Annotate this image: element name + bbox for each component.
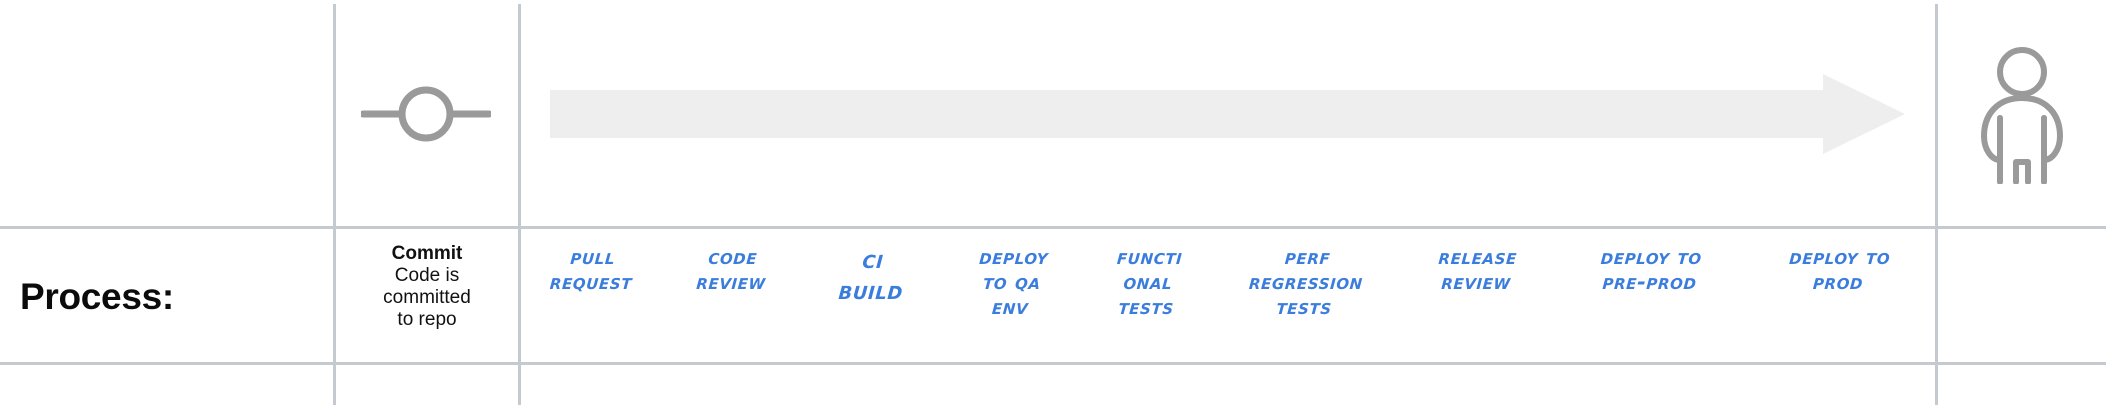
commit-desc-line-3: to repo [397, 308, 457, 330]
stage-functional-tests-line-1: Functi [1116, 245, 1184, 269]
stage-perf-regression-tests-line-2: regression [1247, 269, 1364, 294]
right-arrow-icon [518, 0, 1935, 228]
grid-hline-bottom [0, 362, 2106, 365]
pipeline-stage-list: PullrequestCodereviewCIbuildDeployto QAe… [521, 231, 1935, 363]
stage-pull-request-line-1: Pull [569, 245, 616, 269]
stage-perf-regression-tests-line-1: Perf [1283, 245, 1332, 269]
commit-title: Commit [391, 243, 463, 264]
stage-perf-regression-tests-line-3: tests [1275, 294, 1333, 319]
git-commit-icon [333, 0, 518, 228]
commit-desc-line-2: committed [383, 286, 471, 308]
stage-deploy-to-qa-env[interactable]: Deployto QAenv [951, 245, 1074, 319]
stage-release-review-line-1: Release [1437, 245, 1518, 269]
stage-code-review-line-2: review [695, 269, 767, 294]
stage-functional-tests-line-3: tests [1118, 294, 1176, 319]
stage-deploy-to-prod-line-1: Deploy to [1788, 245, 1892, 269]
page-title: Process: [0, 231, 333, 363]
stage-deploy-to-pre-prod-line-1: Deploy to [1600, 245, 1703, 269]
stage-pull-request[interactable]: Pullrequest [530, 245, 653, 295]
process-label-text: Process: [20, 276, 174, 317]
stage-deploy-to-qa-env-line-2: to QA [982, 269, 1042, 294]
stage-ci-build-line-1: CI [861, 245, 885, 275]
person-icon [1938, 0, 2106, 228]
grid-vline-3 [1935, 4, 1938, 405]
grid-vline-2 [518, 4, 521, 405]
next-row-partial [0, 366, 2106, 405]
stage-code-review-line-1: Code [707, 245, 758, 269]
stage-release-review[interactable]: Releasereview [1405, 245, 1548, 295]
grid-vline-1 [333, 4, 336, 405]
commit-desc-line-1: Code is [394, 264, 460, 286]
stage-code-review[interactable]: Codereview [671, 245, 792, 295]
stage-deploy-to-pre-prod-line-2: pre-prod [1601, 269, 1698, 294]
grid-hline-top [0, 226, 2106, 229]
stage-deploy-to-qa-env-line-3: env [991, 294, 1030, 319]
stage-ci-build[interactable]: CIbuild [810, 245, 934, 306]
stage-functional-tests-line-2: onal [1123, 269, 1174, 294]
stage-deploy-to-prod-line-2: prod [1812, 269, 1865, 294]
stage-pull-request-line-2: request [548, 269, 633, 294]
actor-label-cell [1938, 231, 2106, 363]
stage-deploy-to-qa-env-line-1: Deploy [978, 245, 1050, 269]
stage-perf-regression-tests[interactable]: Perfregressiontests [1223, 245, 1388, 319]
stage-functional-tests[interactable]: Functionaltests [1090, 245, 1207, 319]
stage-ci-build-line-2: build [837, 275, 905, 306]
stage-release-review-line-2: review [1440, 269, 1512, 294]
commit-stage-cell: Commit Code is committed to repo [336, 231, 518, 363]
